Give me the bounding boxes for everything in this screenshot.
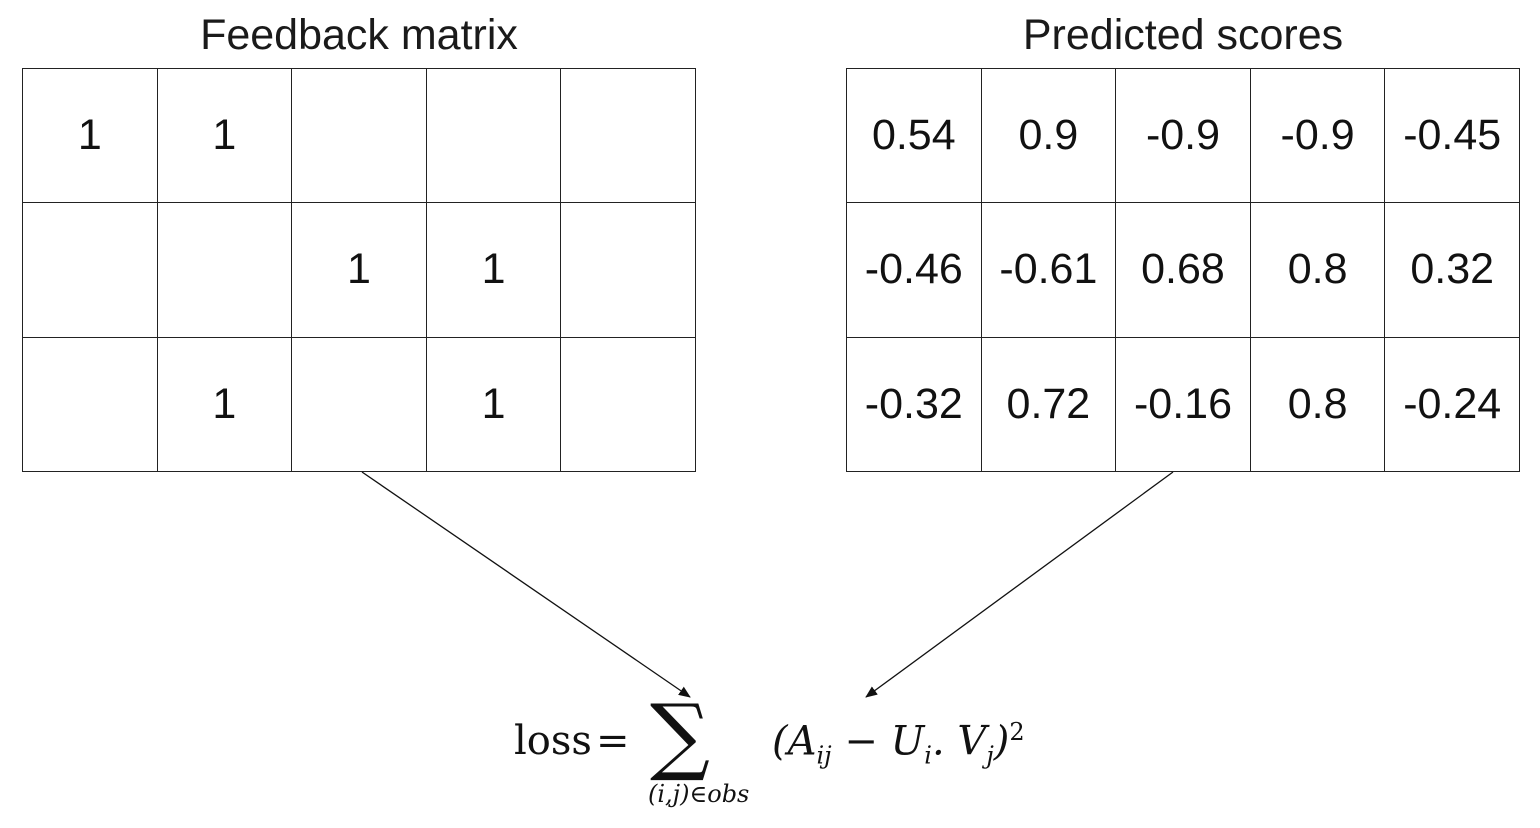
score-cell: 0.9	[981, 69, 1117, 204]
v-symbol: V	[957, 718, 987, 765]
equals-sign: =	[596, 718, 630, 764]
feedback-to-loss-arrow	[361, 471, 691, 698]
a-symbol: A	[787, 718, 817, 765]
feedback-cell: 1	[157, 337, 293, 472]
score-cell: -0.16	[1116, 337, 1251, 472]
score-cell: -0.32	[847, 337, 982, 472]
a-subscript: ij	[816, 741, 832, 770]
summation-subscript: (i,j)∈obs	[648, 780, 750, 808]
feedback-cell	[561, 203, 696, 338]
loss-formula: loss = ∑ (i,j)∈obs (Aij − Ui. Vj)2	[500, 680, 1080, 820]
close-paren: )	[993, 718, 1010, 765]
score-cell: -0.61	[981, 203, 1117, 338]
summation-symbol: ∑	[650, 686, 710, 784]
score-cell: 0.72	[981, 337, 1117, 472]
squared-error-term: (Aij − Ui. Vj)2	[772, 718, 1025, 769]
feedback-cell	[23, 337, 158, 472]
feedback-cell: 1	[426, 203, 562, 338]
loss-label: loss	[514, 718, 592, 764]
exponent: 2	[1009, 718, 1025, 746]
feedback-cell	[292, 69, 427, 204]
feedback-cell	[157, 203, 293, 338]
predicted-scores-title: Predicted scores	[1022, 11, 1344, 59]
feedback-cell	[561, 337, 696, 472]
scores-to-loss-arrow	[865, 471, 1174, 698]
feedback-cell	[561, 69, 696, 204]
score-cell: -0.24	[1385, 337, 1520, 472]
score-cell: 0.32	[1385, 203, 1520, 338]
feedback-cell: 1	[23, 69, 158, 204]
score-cell: -0.45	[1385, 69, 1520, 204]
score-cell: 0.8	[1250, 337, 1386, 472]
score-cell: 0.8	[1250, 203, 1386, 338]
u-symbol: U	[890, 718, 925, 765]
score-cell: -0.46	[847, 203, 982, 338]
feedback-cell	[426, 69, 562, 204]
feedback-cell: 1	[426, 337, 562, 472]
score-cell: 0.54	[847, 69, 982, 204]
feedback-matrix: 1 1 1 1 1 1	[22, 68, 696, 472]
minus-sign: −	[831, 718, 891, 765]
u-subscript: i	[924, 741, 932, 770]
score-cell: -0.9	[1250, 69, 1386, 204]
score-cell: 0.68	[1116, 203, 1251, 338]
feedback-cell: 1	[292, 203, 427, 338]
score-cell: -0.9	[1116, 69, 1251, 204]
v-subscript: j	[986, 741, 994, 770]
predicted-scores-matrix: 0.54 0.9 -0.9 -0.9 -0.45 -0.46 -0.61 0.6…	[846, 68, 1520, 472]
feedback-cell	[23, 203, 158, 338]
feedback-cell	[292, 337, 427, 472]
feedback-cell: 1	[157, 69, 293, 204]
feedback-matrix-title: Feedback matrix	[200, 11, 518, 59]
dot-operator: .	[931, 718, 958, 765]
open-paren: (	[772, 718, 788, 765]
